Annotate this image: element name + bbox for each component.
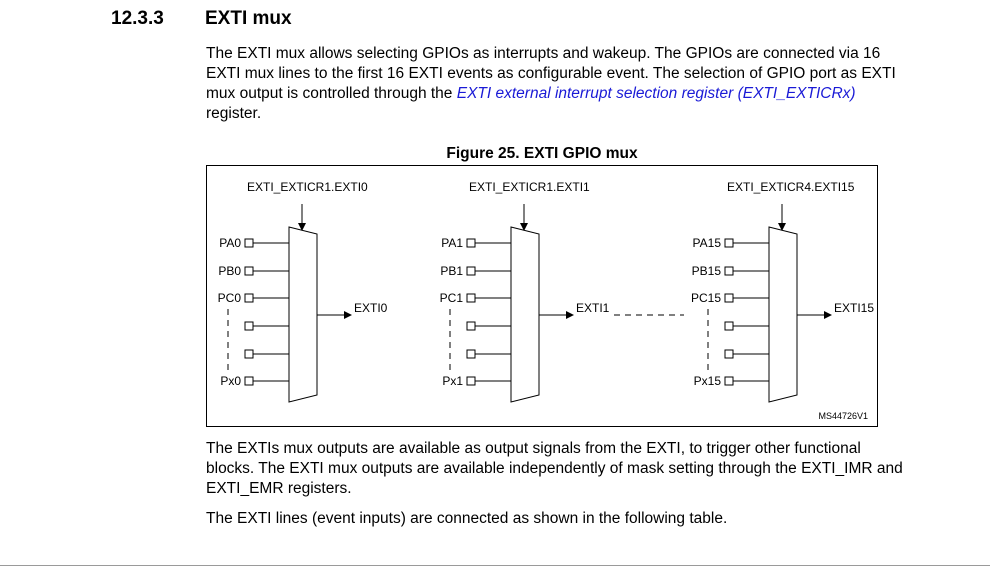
input-pin xyxy=(466,266,476,276)
input-pin xyxy=(466,321,476,331)
mux-diagram: MS44726V1 EXTI_EXTICR1.EXTI0PA0PB0PC0Px0… xyxy=(206,165,878,427)
input-pin xyxy=(724,238,734,248)
mux-select-label: EXTI_EXTICR1.EXTI1 xyxy=(469,180,590,194)
mux-body xyxy=(768,226,798,403)
mux-body xyxy=(510,226,540,403)
figure-code: MS44726V1 xyxy=(818,411,868,421)
input-label: PA1 xyxy=(441,236,463,250)
intro-paragraph: The EXTI mux allows selecting GPIOs as i… xyxy=(206,44,906,124)
input-pin xyxy=(244,376,254,386)
page-footer-rule xyxy=(0,565,990,566)
input-label: Px15 xyxy=(694,374,722,388)
input-pin xyxy=(724,376,734,386)
input-pin xyxy=(244,349,254,359)
mux-select-label: EXTI_EXTICR1.EXTI0 xyxy=(247,180,368,194)
mux-output-label: EXTI0 xyxy=(354,301,388,315)
input-label: PC15 xyxy=(691,291,721,305)
input-pin xyxy=(466,376,476,386)
input-pin xyxy=(466,293,476,303)
input-label: Px1 xyxy=(442,374,463,388)
input-label: PA0 xyxy=(219,236,241,250)
input-pin xyxy=(724,266,734,276)
section-title: EXTI mux xyxy=(205,8,292,29)
intro-text: The EXTI mux allows selecting GPIOs as i… xyxy=(206,45,896,102)
input-label: PB15 xyxy=(692,264,722,278)
input-label: PA15 xyxy=(693,236,722,250)
mux-select-label: EXTI_EXTICR4.EXTI15 xyxy=(727,180,855,194)
mux-output-label: EXTI15 xyxy=(834,301,874,315)
mux-output-label: EXTI1 xyxy=(576,301,610,315)
input-pin xyxy=(244,321,254,331)
input-pin xyxy=(724,293,734,303)
input-label: PC1 xyxy=(440,291,464,305)
register-cross-reference-link[interactable]: EXTI external interrupt selection regist… xyxy=(456,85,856,102)
figure-title: Figure 25. EXTI GPIO mux xyxy=(446,145,638,162)
input-pin xyxy=(244,293,254,303)
input-pin xyxy=(244,266,254,276)
figure-frame xyxy=(206,165,878,427)
input-label: PB0 xyxy=(218,264,241,278)
input-pin xyxy=(724,349,734,359)
input-pin xyxy=(244,238,254,248)
input-pin xyxy=(466,238,476,248)
input-pin xyxy=(724,321,734,331)
intro-text-end: register. xyxy=(206,105,262,122)
input-pin xyxy=(466,349,476,359)
mux-body xyxy=(288,226,318,403)
input-label: PB1 xyxy=(440,264,463,278)
input-label: PC0 xyxy=(218,291,242,305)
section-number: 12.3.3 xyxy=(111,8,164,29)
outputs-paragraph: The EXTIs mux outputs are available as o… xyxy=(206,440,903,497)
input-label: Px0 xyxy=(220,374,241,388)
lines-paragraph: The EXTI lines (event inputs) are connec… xyxy=(206,510,728,527)
